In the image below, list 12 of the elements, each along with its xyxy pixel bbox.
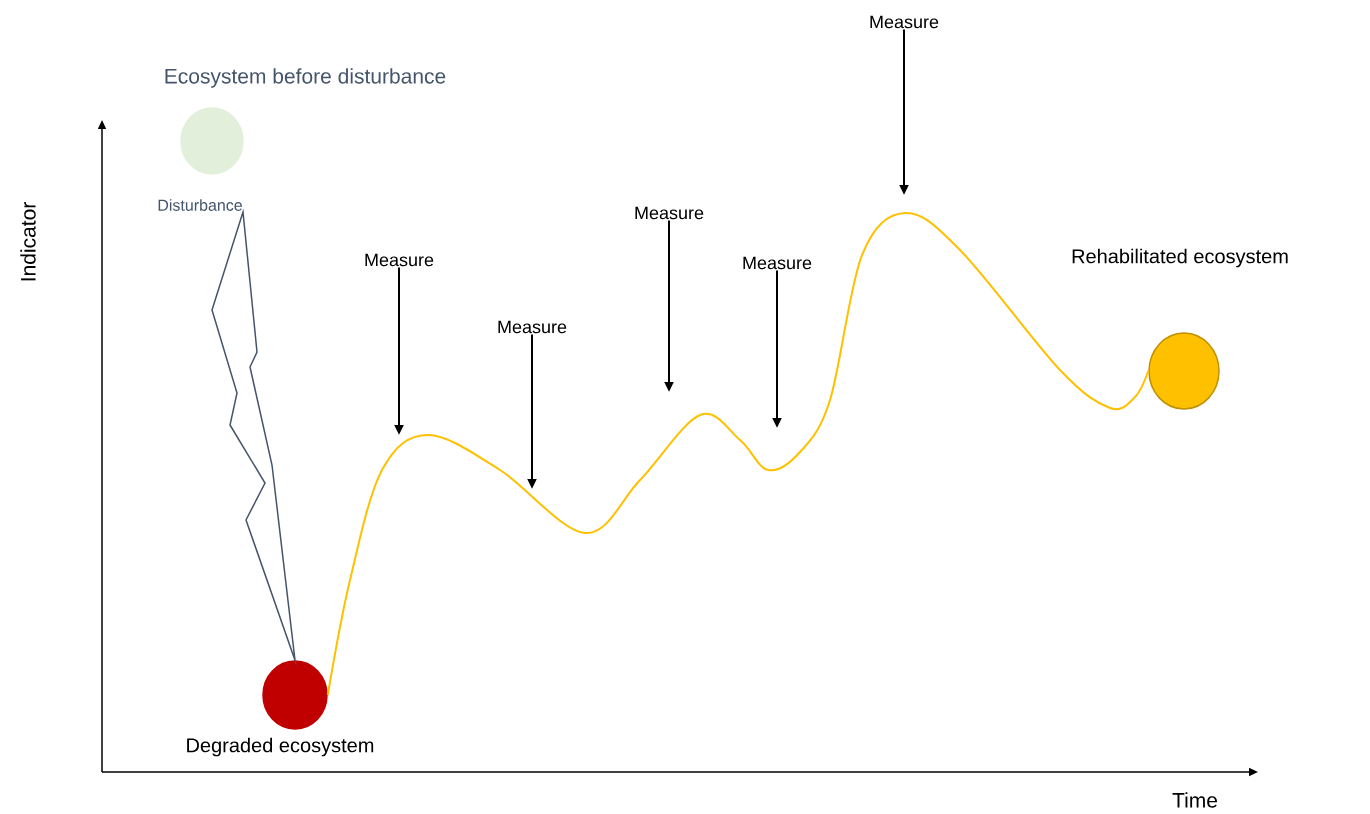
trajectory-curve bbox=[326, 212, 1150, 696]
ecosystem-label: Ecosystem before disturbance bbox=[165, 68, 446, 88]
measure-label: Measure bbox=[365, 253, 434, 267]
axis-label: Indicator bbox=[20, 202, 36, 281]
axis-label: Time bbox=[1172, 792, 1217, 808]
disturbance-label: Disturbance bbox=[158, 199, 242, 211]
measure-label: Measure bbox=[870, 15, 939, 29]
measure-label: Measure bbox=[498, 320, 567, 334]
ecosystem-label: Rehabilitated ecosystem bbox=[1072, 248, 1288, 268]
ecosystem-label: Degraded ecosystem bbox=[187, 737, 374, 757]
measure-label: Measure bbox=[743, 256, 812, 270]
measure-label: Measure bbox=[635, 206, 704, 220]
